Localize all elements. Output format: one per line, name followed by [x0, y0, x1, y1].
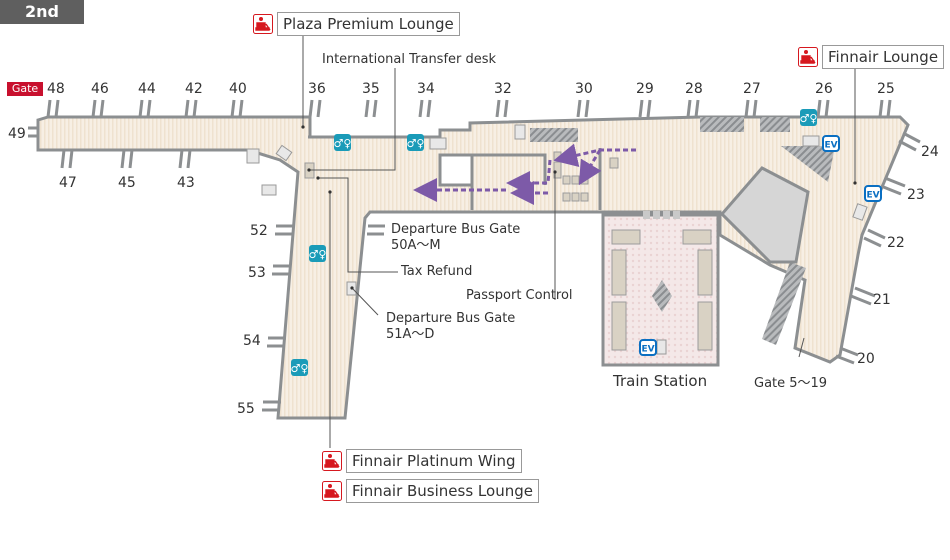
lounge-finnair[interactable]: Finnair Lounge	[798, 45, 945, 69]
svg-text:♂♀: ♂♀	[334, 137, 352, 150]
svg-text:♂♀: ♂♀	[800, 112, 818, 125]
gate-5-19-label: Gate 5～19	[754, 376, 828, 391]
stairs-icon	[246, 124, 868, 355]
gate-number: 30	[575, 81, 593, 97]
elevator-icon: EV	[639, 339, 657, 356]
gate-number: 49	[8, 126, 26, 142]
svg-text:EV: EV	[641, 345, 654, 355]
gate-number: 53	[248, 265, 266, 281]
floor-badge: 2nd Floor	[0, 0, 84, 45]
hatched-area	[760, 117, 790, 132]
gate-number: 36	[308, 81, 326, 97]
svg-text:EV: EV	[824, 141, 837, 151]
route-arrows	[413, 143, 636, 205]
toilet-icon: ♂♀	[309, 245, 327, 262]
lounge-icon	[322, 481, 342, 501]
concourse-west	[36, 115, 910, 420]
toilet-icon: ♂♀	[407, 134, 425, 151]
gate-number: 47	[59, 175, 77, 191]
bus-gate-51-label: Departure Bus Gate	[386, 311, 516, 326]
gate-number: 22	[887, 235, 905, 251]
gate-number: 27	[743, 81, 761, 97]
svg-text:EV: EV	[866, 191, 879, 201]
bus-gate-50-range: 50A～M	[391, 238, 441, 253]
toilet-icon: ♂♀	[334, 134, 352, 151]
gate-number: 32	[494, 81, 512, 97]
gate-number: 54	[243, 333, 261, 349]
train-station-label: Train Station	[613, 372, 708, 390]
gate-number: 21	[873, 292, 891, 308]
hatched-area	[762, 262, 806, 345]
gate-number: 52	[250, 223, 268, 239]
gate-number: 44	[138, 81, 156, 97]
void-block	[438, 153, 474, 187]
gate-number: 42	[185, 81, 203, 97]
void-area	[719, 166, 810, 264]
gate-number: 29	[636, 81, 654, 97]
lounge-icon	[798, 47, 818, 67]
lounge-label: Finnair Business Lounge	[346, 479, 539, 503]
hatched-area	[700, 117, 744, 132]
elevator-icon: EV	[822, 135, 840, 152]
tax-refund-label: Tax Refund	[401, 264, 473, 279]
toilet-icon: ♂♀	[291, 359, 309, 376]
lounge-label: Finnair Lounge	[822, 45, 945, 69]
gate-number: 43	[177, 175, 195, 191]
hatched-area	[530, 128, 578, 142]
gate-number: 40	[229, 81, 247, 97]
bus-gate-50-label: Departure Bus Gate	[391, 222, 521, 237]
elevator-icon: EV	[864, 185, 882, 202]
gate-number: 55	[237, 401, 255, 417]
gate-number: 26	[815, 81, 833, 97]
lounge-plaza-premium[interactable]: Plaza Premium Lounge	[253, 12, 460, 36]
gate-stubs	[28, 99, 921, 412]
lounge-finnair-business[interactable]: Finnair Business Lounge	[322, 479, 539, 503]
gate-number: 46	[91, 81, 109, 97]
gate-number: 25	[877, 81, 895, 97]
lounge-icon	[322, 451, 342, 471]
gate-number: 35	[362, 81, 380, 97]
hatched-area	[781, 146, 835, 182]
svg-text:♂♀: ♂♀	[407, 137, 425, 150]
lounge-finnair-platinum[interactable]: Finnair Platinum Wing	[322, 449, 522, 473]
gate-number: 24	[921, 144, 939, 160]
gate-badge: Gate	[7, 82, 43, 96]
lounge-icon	[253, 14, 273, 34]
gate-number: 23	[907, 187, 925, 203]
gate-number: 34	[417, 81, 435, 97]
bus-gate-51-range: 51A～D	[386, 327, 435, 342]
lounge-label: Plaza Premium Lounge	[277, 12, 460, 36]
leader-lines	[302, 36, 856, 448]
gate-number: 20	[857, 351, 875, 367]
transfer-desk-label: International Transfer desk	[322, 52, 497, 67]
gate-number: 45	[118, 175, 136, 191]
passport-control-label: Passport Control	[466, 288, 573, 303]
svg-text:♂♀: ♂♀	[291, 362, 309, 375]
gate-number: 48	[47, 81, 65, 97]
svg-text:♂♀: ♂♀	[309, 248, 327, 261]
lounge-label: Finnair Platinum Wing	[346, 449, 522, 473]
gate-number: 28	[685, 81, 703, 97]
toilet-icon: ♂♀	[800, 109, 818, 126]
